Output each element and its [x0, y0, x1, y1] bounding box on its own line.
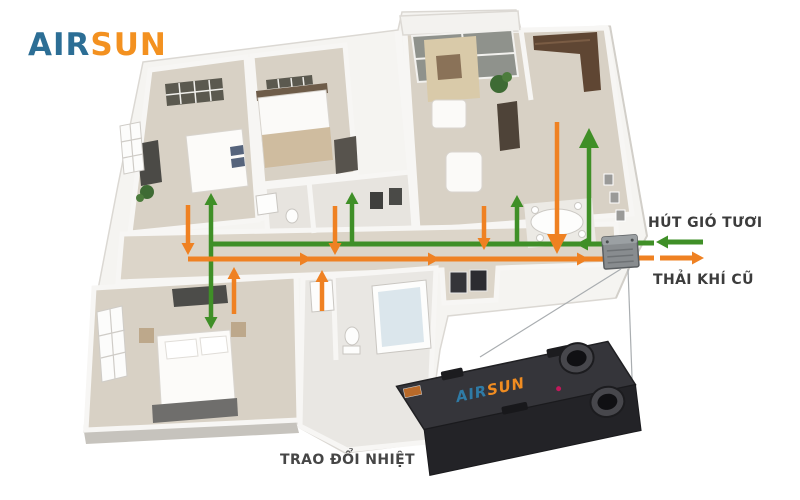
- bed-1-pillow: [230, 145, 244, 156]
- bed-3-headboard: [152, 398, 238, 423]
- washer: [449, 271, 468, 294]
- supply-label-arrowhead: [656, 235, 668, 249]
- floor-plan: [83, 9, 649, 454]
- supply-branch-arrowhead: [510, 195, 524, 207]
- exhaust-branch-arrowhead: [315, 270, 329, 282]
- wall-art: [615, 209, 626, 222]
- washer: [469, 269, 488, 292]
- closet-item: [370, 192, 383, 209]
- bed-3-pillow: [164, 338, 199, 360]
- wardrobe: [334, 136, 358, 174]
- tv-cabinet: [497, 101, 520, 151]
- wall-unit: [601, 234, 640, 270]
- toilet: [344, 326, 360, 346]
- product-indicator-dot: [556, 386, 562, 392]
- supply-branch-arrowhead: [204, 193, 218, 205]
- product-sticker: [402, 385, 423, 399]
- sofa: [431, 99, 467, 129]
- toilet-tank: [342, 345, 361, 355]
- dresser: [172, 285, 228, 307]
- bath1-vanity: [255, 192, 279, 216]
- armchair: [445, 151, 483, 193]
- wall-art: [603, 173, 614, 186]
- supply-flow-arrowhead: [576, 237, 588, 251]
- interior-walls: [246, 29, 534, 361]
- nightstand: [139, 328, 154, 343]
- heat-exchanger-product: AIRSUN: [395, 340, 642, 476]
- logo-sun: SUN: [90, 27, 166, 63]
- exhaust-flow-arrowhead: [300, 252, 312, 266]
- exhaust-branch-arrowhead: [477, 238, 491, 250]
- duct-overlay: [181, 122, 704, 329]
- bed-2-blanket: [262, 127, 333, 168]
- supply-branch-arrowhead: [204, 317, 218, 329]
- logo-air: AIR: [28, 27, 90, 63]
- desk: [137, 140, 162, 186]
- furniture: [96, 28, 626, 423]
- ceiling-vent-1: [165, 78, 224, 106]
- supply-branch-arrowhead: [345, 192, 359, 204]
- bed-1-pillow: [231, 157, 245, 168]
- plant: [140, 185, 154, 199]
- closet-item: [389, 188, 402, 205]
- exhaust-branch-arrowhead: [227, 267, 241, 279]
- nightstand: [231, 322, 246, 337]
- exhaust-label-arrowhead: [692, 251, 704, 265]
- plant: [136, 194, 144, 202]
- coffee-table: [436, 54, 462, 80]
- wall-art: [609, 191, 620, 204]
- product-front-face: [423, 384, 642, 476]
- label-exhaust-air: THẢI KHÍ CŨ: [653, 269, 754, 288]
- bathtub-water: [378, 287, 424, 347]
- exhaust-branch-arrowhead: [328, 243, 342, 255]
- product-clip: [440, 367, 464, 381]
- bed-1: [185, 128, 249, 194]
- plant: [502, 72, 512, 82]
- bottom-wall-shadow: [84, 421, 299, 444]
- bed-3-pillow: [199, 335, 229, 356]
- exhaust-flow-arrowhead: [577, 252, 589, 266]
- exhaust-branch-arrowhead: [547, 234, 567, 254]
- label-fresh-air: HÚT GIÓ TƯƠI: [648, 213, 762, 231]
- label-heat-exchanger: TRAO ĐỔI NHIỆT: [280, 448, 415, 468]
- supply-branch-arrowhead: [579, 128, 599, 148]
- logo: AIRSUN: [28, 27, 167, 63]
- product-latch: [501, 401, 528, 415]
- exhaust-branch-arrowhead: [181, 243, 195, 255]
- kitchen-counter: [533, 32, 601, 92]
- exhaust-flow-arrowhead: [428, 252, 440, 266]
- bath1-toilet: [285, 208, 299, 224]
